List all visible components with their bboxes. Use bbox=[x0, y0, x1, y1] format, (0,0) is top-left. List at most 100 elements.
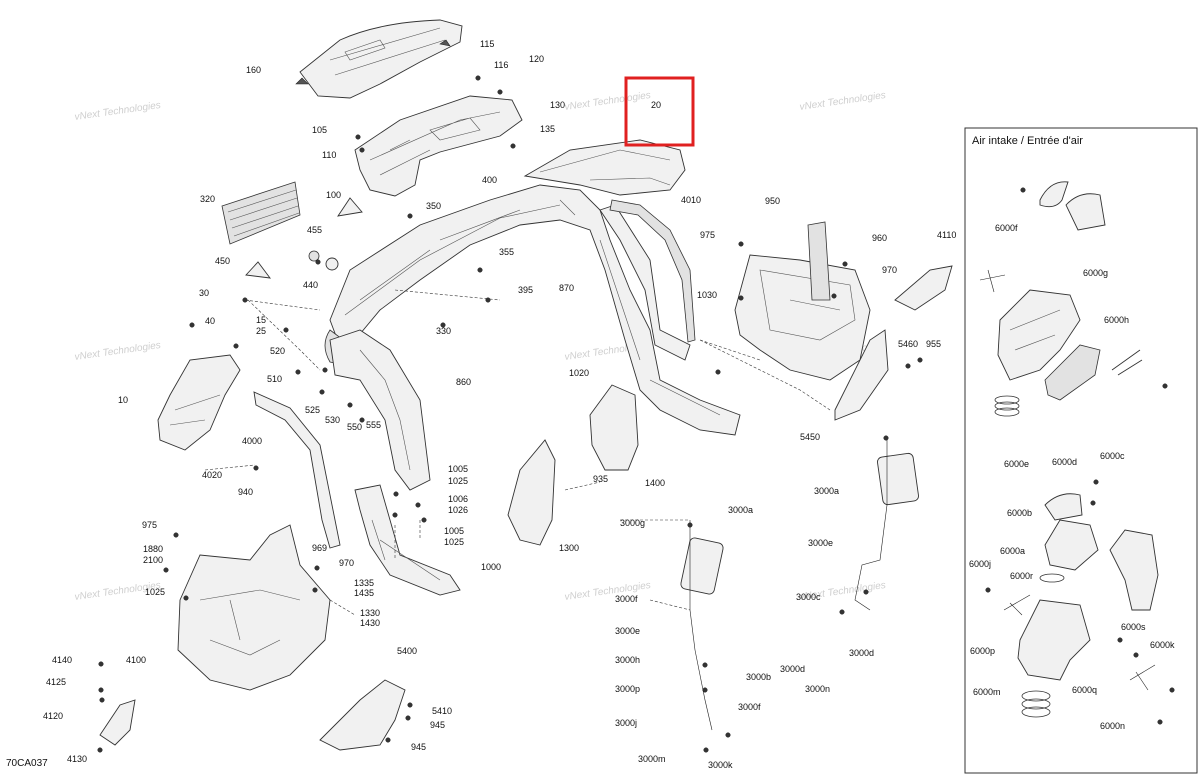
callout-969[interactable]: 969 bbox=[312, 543, 327, 553]
callout-1430[interactable]: 1430 bbox=[360, 618, 380, 628]
callout-135[interactable]: 135 bbox=[540, 124, 555, 134]
callout-6000h[interactable]: 6000h bbox=[1104, 315, 1129, 325]
part-6000p-intake-body[interactable] bbox=[1017, 599, 1091, 681]
callout-395[interactable]: 395 bbox=[518, 285, 533, 295]
callout-6000e[interactable]: 6000e bbox=[1004, 459, 1029, 469]
part-940-fender[interactable] bbox=[177, 524, 331, 691]
part-320-grille[interactable] bbox=[221, 181, 301, 245]
part-860-left-pillar[interactable] bbox=[329, 329, 431, 491]
callout-1030[interactable]: 1030 bbox=[697, 290, 717, 300]
callout-550[interactable]: 550 bbox=[347, 422, 362, 432]
callout-955[interactable]: 955 bbox=[926, 339, 941, 349]
callout-400[interactable]: 400 bbox=[482, 175, 497, 185]
callout-6000s[interactable]: 6000s bbox=[1121, 622, 1146, 632]
callout-2100[interactable]: 2100 bbox=[143, 555, 163, 565]
callout-1330[interactable]: 1330 bbox=[360, 608, 380, 618]
callout-5450[interactable]: 5450 bbox=[800, 432, 820, 442]
callout-3000d2[interactable]: 3000d bbox=[780, 664, 805, 674]
callout-6000b[interactable]: 6000b bbox=[1007, 508, 1032, 518]
callout-3000h[interactable]: 3000h bbox=[615, 655, 640, 665]
callout-1005a[interactable]: 1005 bbox=[448, 464, 468, 474]
callout-520[interactable]: 520 bbox=[270, 346, 285, 356]
callout-525[interactable]: 525 bbox=[305, 405, 320, 415]
callout-1025c[interactable]: 1025 bbox=[145, 587, 165, 597]
callout-1026[interactable]: 1026 bbox=[448, 505, 468, 515]
callout-6000c[interactable]: 6000c bbox=[1100, 451, 1125, 461]
callout-160[interactable]: 160 bbox=[246, 65, 261, 75]
callout-3000a[interactable]: 3000a bbox=[814, 486, 839, 496]
callout-6000m[interactable]: 6000m bbox=[973, 687, 1001, 697]
callout-3000a2[interactable]: 3000a bbox=[728, 505, 753, 515]
callout-1880[interactable]: 1880 bbox=[143, 544, 163, 554]
callout-4110[interactable]: 4110 bbox=[937, 230, 956, 240]
callout-3000g[interactable]: 3000g bbox=[620, 518, 645, 528]
callout-945b[interactable]: 945 bbox=[411, 742, 426, 752]
part-455-clip[interactable] bbox=[337, 197, 363, 217]
callout-3000d[interactable]: 3000d bbox=[849, 648, 874, 658]
callout-110[interactable]: 110 bbox=[322, 150, 336, 160]
callout-20[interactable]: 20 bbox=[651, 100, 661, 110]
callout-3000n[interactable]: 3000n bbox=[805, 684, 830, 694]
callout-860[interactable]: 860 bbox=[456, 377, 471, 387]
part-6000-clamps-lower[interactable] bbox=[979, 269, 1156, 691]
callout-3000c[interactable]: 3000c bbox=[796, 592, 821, 602]
part-10-front-panel[interactable] bbox=[157, 354, 241, 451]
callout-40[interactable]: 40 bbox=[205, 316, 215, 326]
callout-975a[interactable]: 975 bbox=[700, 230, 715, 240]
part-4110-clip[interactable] bbox=[894, 265, 953, 311]
part-440-grommet[interactable] bbox=[308, 250, 339, 271]
part-6000f-duct-cap[interactable] bbox=[1039, 181, 1106, 231]
callout-4140[interactable]: 4140 bbox=[52, 655, 72, 665]
callout-130[interactable]: 130 bbox=[550, 100, 565, 110]
callout-945a[interactable]: 945 bbox=[430, 720, 445, 730]
callout-116[interactable]: 116 bbox=[494, 60, 508, 70]
callout-3000b[interactable]: 3000b bbox=[746, 672, 771, 682]
callout-1335[interactable]: 1335 bbox=[354, 578, 374, 588]
callout-4125[interactable]: 4125 bbox=[46, 677, 66, 687]
callout-15[interactable]: 15 bbox=[256, 315, 266, 325]
callout-1300[interactable]: 1300 bbox=[559, 543, 579, 553]
callout-970b[interactable]: 970 bbox=[339, 558, 354, 568]
callout-1005b[interactable]: 1005 bbox=[444, 526, 464, 536]
callout-4120[interactable]: 4120 bbox=[43, 711, 63, 721]
callout-455[interactable]: 455 bbox=[307, 225, 322, 235]
callout-440[interactable]: 440 bbox=[303, 280, 318, 290]
part-6000-rings-upper[interactable] bbox=[994, 395, 1020, 417]
callout-3000e2[interactable]: 3000e bbox=[615, 626, 640, 636]
part-20-top-panel[interactable] bbox=[523, 139, 686, 196]
part-450-clip[interactable] bbox=[245, 261, 271, 279]
callout-1020[interactable]: 1020 bbox=[569, 368, 589, 378]
part-870-right-pillar[interactable] bbox=[599, 204, 691, 361]
callout-30[interactable]: 30 bbox=[199, 288, 209, 298]
callout-350[interactable]: 350 bbox=[426, 201, 441, 211]
callout-970a[interactable]: 970 bbox=[882, 265, 897, 275]
callout-5460[interactable]: 5460 bbox=[898, 339, 918, 349]
callout-510[interactable]: 510 bbox=[267, 374, 282, 384]
callout-4000[interactable]: 4000 bbox=[242, 436, 262, 446]
part-3000a-mirror-right[interactable] bbox=[854, 440, 919, 611]
callout-6000k[interactable]: 6000k bbox=[1150, 640, 1175, 650]
callout-355[interactable]: 355 bbox=[499, 247, 514, 257]
callout-6000n[interactable]: 6000n bbox=[1100, 721, 1125, 731]
callout-105[interactable]: 105 bbox=[312, 125, 327, 135]
part-3000a-mirror-left[interactable] bbox=[680, 520, 724, 731]
part-950-bracket[interactable] bbox=[807, 221, 831, 301]
callout-975b[interactable]: 975 bbox=[142, 520, 157, 530]
part-1030-storage-tray[interactable] bbox=[734, 254, 871, 381]
callout-3000m[interactable]: 3000m bbox=[638, 754, 666, 764]
callout-6000g[interactable]: 6000g bbox=[1083, 268, 1108, 278]
part-5400-bracket[interactable] bbox=[319, 679, 406, 751]
callout-3000j[interactable]: 3000j bbox=[615, 718, 637, 728]
callout-25[interactable]: 25 bbox=[256, 326, 266, 336]
callout-1435[interactable]: 1435 bbox=[354, 588, 374, 598]
part-4010-trim[interactable] bbox=[609, 199, 696, 343]
callout-320[interactable]: 320 bbox=[200, 194, 215, 204]
callout-6000f[interactable]: 6000f bbox=[995, 223, 1018, 233]
callout-6000j[interactable]: 6000j bbox=[969, 559, 991, 569]
callout-10[interactable]: 10 bbox=[118, 395, 128, 405]
callout-1025b[interactable]: 1025 bbox=[444, 537, 464, 547]
callout-3000f[interactable]: 3000f bbox=[615, 594, 638, 604]
callout-935[interactable]: 935 bbox=[593, 474, 608, 484]
callout-100[interactable]: 100 bbox=[326, 190, 341, 200]
part-4100-bracket[interactable] bbox=[99, 699, 136, 746]
